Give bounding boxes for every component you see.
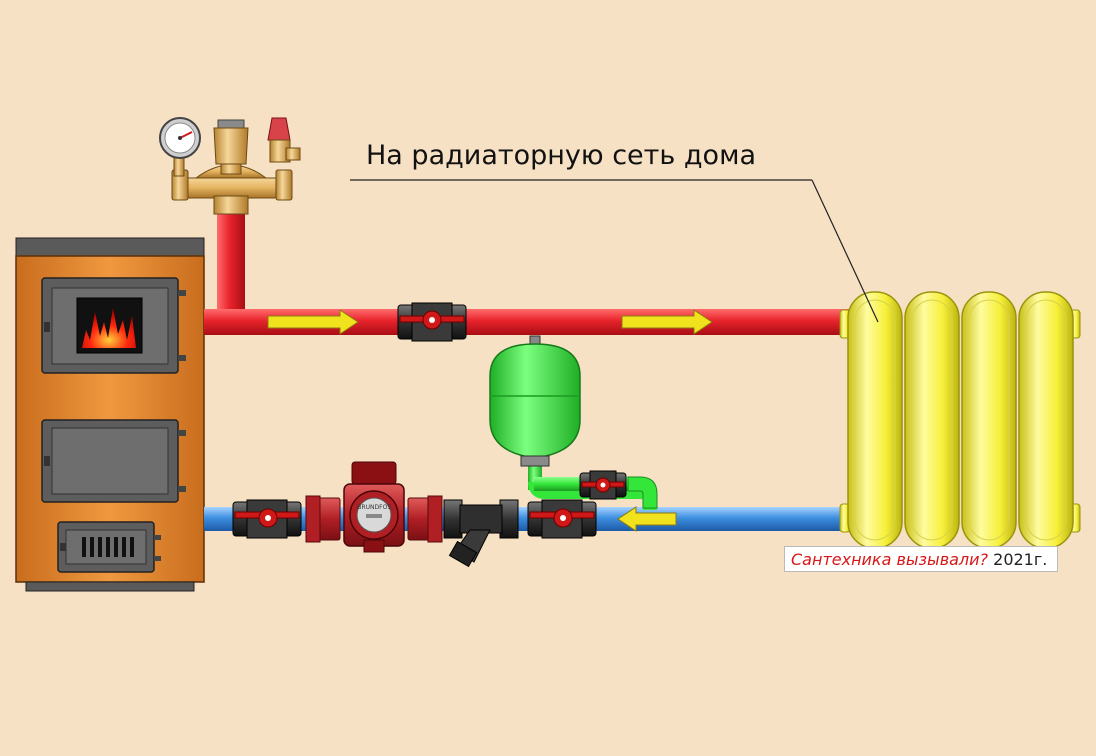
valve-handle-icon	[234, 508, 300, 528]
safety-group	[159, 117, 301, 215]
radiator-section-2	[904, 291, 960, 549]
safety-valve-icon	[267, 117, 301, 163]
radiator-section-4	[1018, 291, 1074, 549]
y-strainer	[443, 499, 519, 568]
watermark-year: 2021г.	[993, 550, 1048, 569]
arrow-right-icon	[267, 309, 359, 335]
valve-handle-icon	[529, 508, 595, 528]
callout-leader	[350, 179, 879, 323]
fire-icon	[82, 308, 136, 348]
valve-handle-icon	[399, 310, 465, 330]
radiator-section-3	[961, 291, 1017, 549]
loading-door	[41, 419, 186, 503]
return-ball-valve-1	[232, 499, 302, 539]
air-vent-icon	[213, 119, 249, 175]
vent-grille-icon	[82, 537, 134, 557]
return-ball-valve-2	[527, 499, 597, 539]
supply-riser	[217, 200, 245, 312]
firebox-door	[41, 277, 186, 374]
callout-label: На радиаторную сеть дома	[366, 140, 756, 171]
boiler-top	[15, 237, 205, 259]
boiler	[15, 237, 205, 592]
supply-ball-valve	[397, 302, 467, 342]
pump-brand: GRUNDFOS	[357, 504, 391, 511]
expansion-ball-valve	[579, 470, 627, 500]
circulation-pump: GRUNDFOS	[305, 461, 443, 553]
radiator-section-1	[847, 291, 903, 549]
boiler-base	[25, 581, 195, 592]
radiator	[839, 291, 1081, 549]
supply-line	[204, 200, 854, 335]
ash-pit-door	[57, 521, 161, 573]
pressure-gauge-icon	[159, 117, 201, 177]
watermark-text: Сантехника вызывали?	[791, 550, 989, 569]
watermark: Сантехника вызывали? 2021г.	[784, 546, 1058, 572]
arrow-left-icon	[617, 506, 677, 532]
valve-handle-icon	[581, 477, 625, 493]
arrow-right-icon	[621, 309, 713, 335]
expansion-tank	[489, 335, 581, 467]
